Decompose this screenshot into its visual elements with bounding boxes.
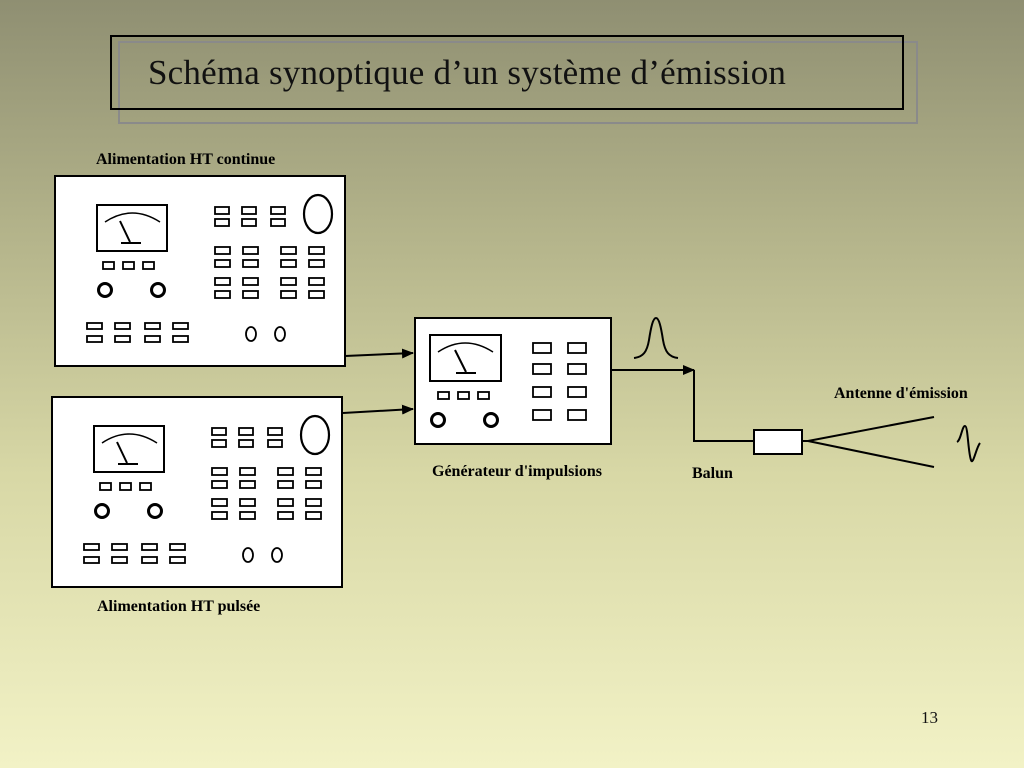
label-antenna: Antenne d'émission: [834, 385, 968, 402]
connection-arrows: [342, 348, 695, 415]
meter-icon: [93, 425, 165, 473]
device-ht-continue: [54, 175, 346, 367]
knob-icon: [97, 282, 166, 298]
balun-block: [753, 429, 803, 455]
device-ht-pulsee: [51, 396, 343, 588]
knob-icon: [430, 412, 499, 428]
antenna-icon: [802, 416, 935, 468]
label-generator: Générateur d'impulsions: [432, 463, 602, 480]
label-ht-pulsee: Alimentation HT pulsée: [97, 598, 260, 615]
title-box: Schéma synoptique d’un système d’émissio…: [110, 35, 904, 110]
label-ht-continue: Alimentation HT continue: [96, 151, 275, 168]
meter-icon: [96, 204, 168, 252]
label-balun: Balun: [692, 465, 733, 482]
feed-line: [693, 370, 754, 442]
pulse-waveform-icon: [633, 316, 679, 359]
radiated-waveform-icon: [956, 424, 981, 463]
title-shadow: [118, 41, 918, 124]
knob-icon: [94, 503, 163, 519]
device-generator: [414, 317, 612, 445]
page-title: Schéma synoptique d’un système d’émissio…: [148, 52, 787, 92]
meter-icon: [429, 334, 502, 382]
page-number: 13: [921, 708, 938, 727]
